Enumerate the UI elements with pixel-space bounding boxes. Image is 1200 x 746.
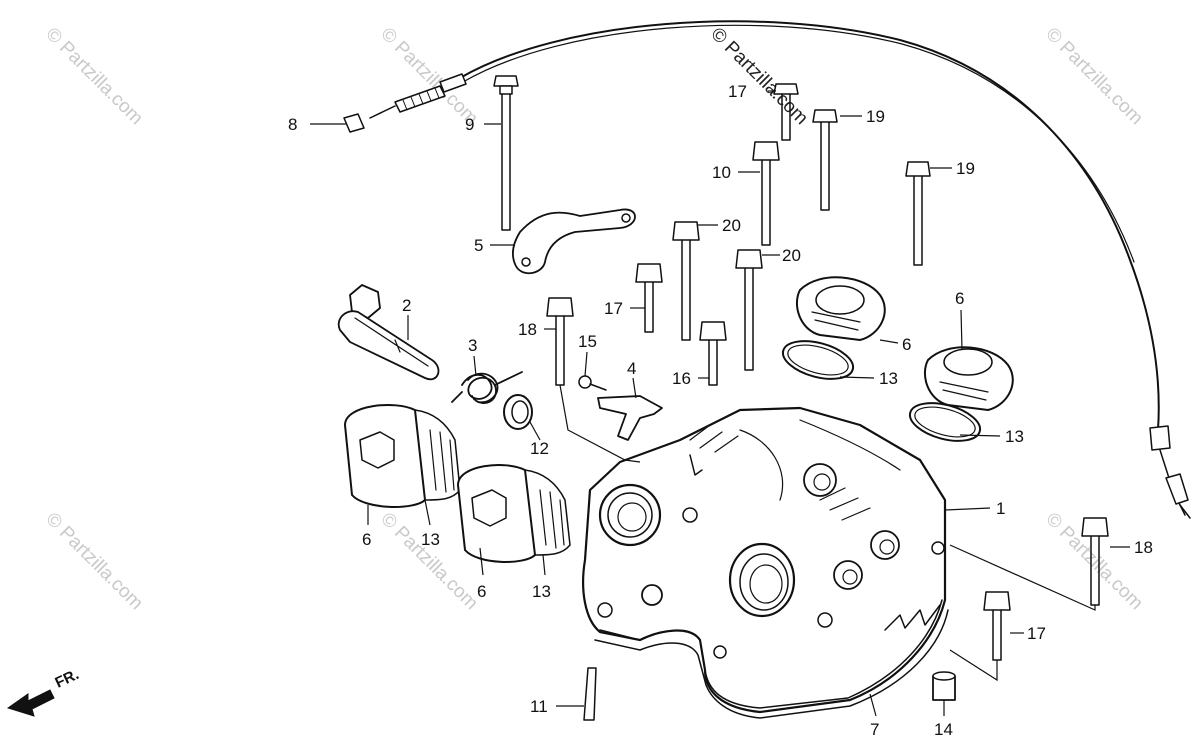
watermark: © Partzilla.com [41, 509, 146, 614]
cable-bracket-5 [512, 208, 636, 275]
dowel-14 [932, 671, 956, 701]
callout-13: 13 [1005, 427, 1024, 446]
callout-5: 5 [474, 236, 483, 255]
bolt-19-a [812, 109, 838, 211]
bolt-17-right [983, 591, 1011, 661]
callout-13: 13 [421, 530, 440, 549]
callout-3: 3 [468, 336, 477, 355]
callout-13: 13 [879, 369, 898, 388]
callout-17: 17 [728, 82, 747, 101]
watermark: © Partzilla.com [1041, 24, 1146, 129]
bolt-16 [699, 321, 727, 386]
bolt-19-b [905, 161, 931, 266]
decomp-plate-4 [597, 395, 663, 441]
arrow-left-icon [6, 689, 55, 717]
callout-6: 6 [477, 582, 486, 601]
watermark: © Partzilla.com [706, 24, 811, 129]
callout-15: 15 [578, 332, 597, 351]
decompressor-shaft-2 [337, 284, 440, 381]
callout-20: 20 [722, 216, 741, 235]
callout-11: 11 [530, 697, 548, 716]
callout-17: 17 [604, 299, 623, 318]
o-ring-13-right-upper [781, 340, 855, 380]
front-label: FR. [53, 666, 82, 692]
callout-16: 16 [672, 369, 691, 388]
front-arrow: FR. [6, 666, 82, 717]
bolt-20-a [672, 221, 700, 341]
tappet-cap-right-lower [923, 346, 1014, 411]
o-ring-13-right-lower [908, 402, 982, 442]
callout-19: 19 [866, 107, 885, 126]
callout-6: 6 [362, 530, 371, 549]
callout-6: 6 [902, 335, 911, 354]
callout-6: 6 [955, 289, 964, 308]
decompressor-cable [343, 20, 1191, 519]
oil-seal-12 [503, 394, 533, 430]
watermark: © Partzilla.com [376, 24, 481, 129]
callout-19: 19 [956, 159, 975, 178]
spring-3 [451, 371, 523, 404]
callout-2: 2 [402, 296, 411, 315]
callout-10: 10 [712, 163, 731, 182]
bolt-10 [752, 141, 780, 246]
watermark: © Partzilla.com [41, 24, 146, 129]
tappet-cap-left [344, 404, 461, 508]
bolt-15 [578, 375, 607, 391]
callout-1: 1 [996, 499, 1005, 518]
callout-18: 18 [518, 320, 537, 339]
callouts: 1 2 3 4 5 6 6 6 6 7 8 9 10 11 12 13 13 1… [288, 82, 1153, 739]
callout-17: 17 [1027, 624, 1046, 643]
callout-4: 4 [627, 359, 636, 378]
callout-9: 9 [465, 115, 474, 134]
bolt-18-right [1081, 517, 1109, 606]
bolt-9 [493, 75, 519, 231]
callout-18: 18 [1134, 538, 1153, 557]
tappet-cap-center [457, 464, 571, 563]
bolt-20-b [735, 249, 763, 371]
bolt-18-left [546, 297, 574, 386]
bolt-17-mid [635, 263, 663, 333]
leader-lines [310, 90, 1130, 717]
callout-8: 8 [288, 115, 297, 134]
head-cover-gasket-7 [594, 609, 949, 719]
tappet-cap-right-upper [795, 276, 886, 341]
dowel-pin-11 [583, 667, 597, 721]
callout-20: 20 [782, 246, 801, 265]
callout-13: 13 [532, 582, 551, 601]
callout-14: 14 [934, 720, 953, 739]
callout-7: 7 [870, 720, 879, 739]
cylinder-head-cover [582, 406, 947, 714]
callout-12: 12 [530, 439, 549, 458]
